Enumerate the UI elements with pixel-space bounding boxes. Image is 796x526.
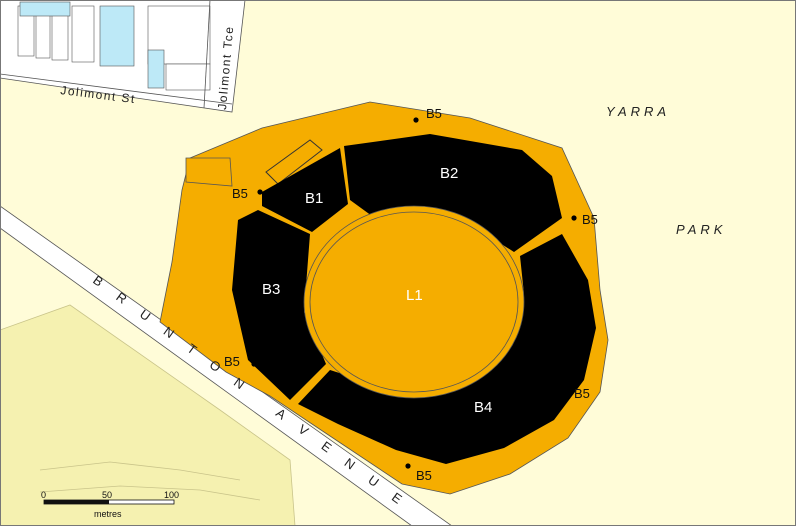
stand-b1-label: B1 bbox=[305, 190, 323, 207]
marker-b5-right-upper: B5 bbox=[571, 212, 598, 227]
water-area bbox=[99, 5, 135, 67]
svg-text:B5: B5 bbox=[224, 354, 240, 369]
stand-b4-shape bbox=[298, 234, 596, 464]
marker-b5-left-lower: B5 bbox=[224, 354, 257, 369]
marker-b5-bottom: B5 bbox=[405, 463, 432, 483]
stand-b3-shape bbox=[232, 210, 326, 400]
contour-line bbox=[39, 461, 241, 481]
stand-b1-shape bbox=[262, 148, 348, 232]
svg-text:B5: B5 bbox=[426, 106, 442, 121]
park-label-word-2: PARK bbox=[676, 222, 726, 237]
park-label-word-1: YARRA bbox=[606, 104, 670, 119]
scale-tick-0: 0 bbox=[41, 490, 46, 500]
svg-text:B5: B5 bbox=[574, 386, 590, 401]
ground-label: L1 bbox=[406, 287, 423, 304]
stand-b2-shape bbox=[344, 134, 562, 252]
scale-tick-100: 100 bbox=[164, 490, 179, 500]
svg-text:B5: B5 bbox=[232, 186, 248, 201]
stand-b3-label: B3 bbox=[262, 281, 280, 298]
stadium-boundary-extension bbox=[185, 157, 233, 187]
marker-b5-left-upper: B5 bbox=[232, 186, 263, 201]
marker-b5-right-lower: B5 bbox=[563, 386, 590, 401]
svg-text:B5: B5 bbox=[416, 468, 432, 483]
parkland-area bbox=[0, 304, 296, 526]
stand-b4-label: B4 bbox=[474, 399, 492, 416]
jolimont-block bbox=[0, 0, 246, 113]
svg-text:B5: B5 bbox=[582, 212, 598, 227]
stand-b2-label: B2 bbox=[440, 165, 458, 182]
scale-unit: metres bbox=[94, 509, 122, 519]
water-area bbox=[19, 1, 71, 17]
water-area bbox=[147, 49, 165, 89]
small-structure bbox=[265, 139, 323, 185]
ground-oval-inner bbox=[309, 211, 519, 393]
contour-line bbox=[39, 485, 261, 501]
scale-bar: 0 50 100 metres bbox=[41, 490, 179, 519]
scale-tick-50: 50 bbox=[102, 490, 112, 500]
marker-b5-top: B5 bbox=[413, 106, 442, 123]
